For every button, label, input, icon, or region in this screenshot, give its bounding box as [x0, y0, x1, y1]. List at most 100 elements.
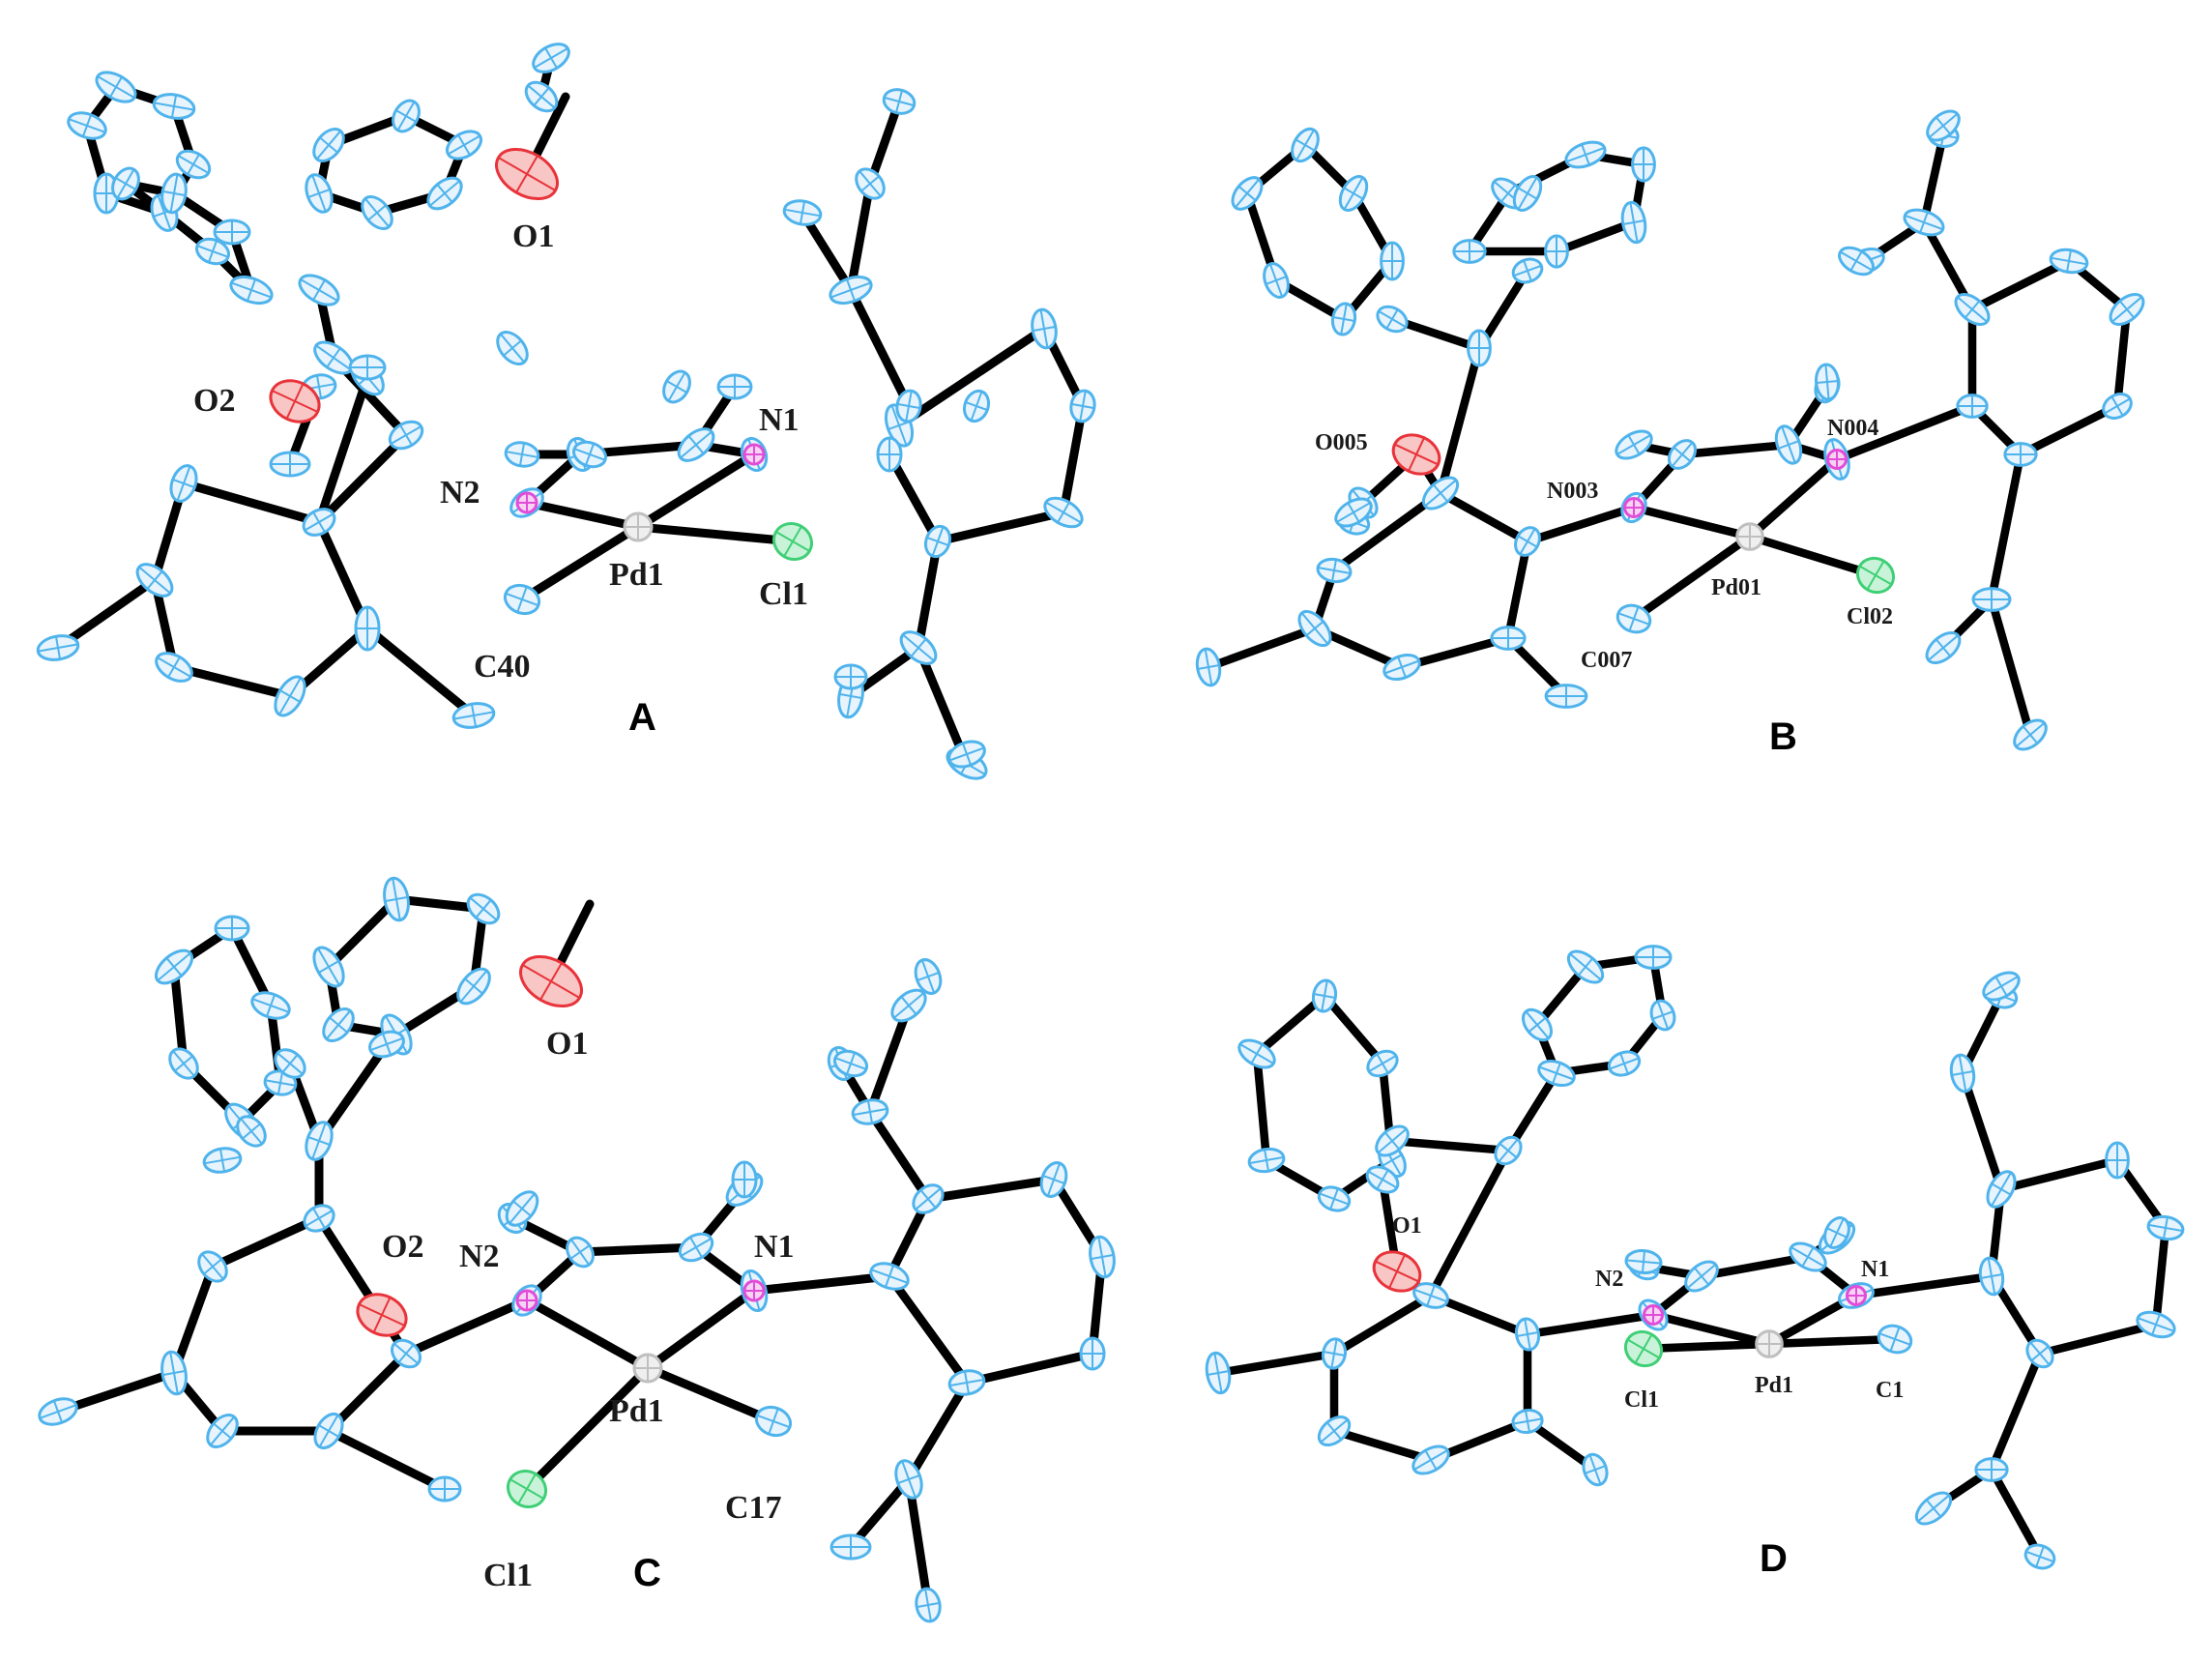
- bond: [208, 1213, 324, 1271]
- carbon-atom-axis: [187, 154, 200, 175]
- carbon-atom-axis: [1581, 143, 1590, 166]
- carbon-atom-axis: [165, 957, 183, 977]
- bond: [1629, 532, 1755, 624]
- carbon-atom-axis: [315, 375, 323, 398]
- carbon-atom-axis: [381, 1033, 393, 1056]
- carbon-atom-axis: [1385, 308, 1399, 330]
- carbon-atom-axis: [839, 692, 862, 700]
- atom-label-pd: Pd01: [1711, 575, 1761, 600]
- carbon-atom-axis: [884, 1265, 895, 1288]
- carbon-atom-axis: [162, 190, 186, 197]
- atom-label-pd: Pd1: [1755, 1373, 1793, 1398]
- carbon-atom-axis: [318, 960, 339, 974]
- atom-label-cl: Cl1: [1624, 1387, 1659, 1413]
- carbon-atom-axis: [917, 1601, 940, 1609]
- methyl-carbon-atom-axis: [516, 586, 528, 613]
- atom-label-o1: O1: [512, 219, 554, 254]
- bond: [894, 324, 1049, 430]
- bond: [1329, 1426, 1436, 1465]
- carbon-atom-axis: [2151, 1313, 2161, 1336]
- bond: [1967, 256, 2074, 314]
- carbon-atom-axis: [397, 1344, 415, 1363]
- oxygen-atom-axis: [515, 155, 538, 193]
- bond: [633, 522, 798, 546]
- carbon-atom-axis: [2022, 725, 2039, 744]
- carbon-atom-axis: [115, 177, 136, 190]
- carbon-atom-axis: [1642, 1250, 1645, 1273]
- carbon-atom-axis: [963, 1371, 971, 1394]
- carbon-atom-axis: [544, 47, 558, 69]
- bond: [324, 894, 401, 972]
- bond: [363, 624, 479, 720]
- atom-label-cl: Cl1: [483, 1558, 533, 1593]
- bond: [1987, 1465, 2045, 1561]
- carbon-atom-axis: [1523, 259, 1532, 282]
- atom-label-c: C17: [725, 1490, 782, 1526]
- carbon-atom-axis: [1801, 1246, 1815, 1268]
- carbon-atom-axis: [1207, 1370, 1230, 1376]
- bond: [1987, 1349, 2045, 1474]
- carbon-atom-axis: [470, 704, 478, 727]
- carbon-atom-axis: [1651, 1010, 1674, 1020]
- bond: [169, 1262, 218, 1378]
- bond: [1639, 1339, 1774, 1354]
- bond: [643, 1363, 778, 1426]
- carbon-atom-axis: [1057, 502, 1070, 523]
- carbon-atom-axis: [1935, 116, 1952, 135]
- carbon-atom-axis: [246, 278, 257, 302]
- bond: [846, 285, 914, 411]
- atom-label-c: C007: [1581, 648, 1632, 673]
- atom-label-n1: N1: [754, 1229, 795, 1265]
- carbon-atom-axis: [860, 175, 880, 192]
- bond: [1426, 1146, 1513, 1300]
- bond: [1832, 401, 1977, 464]
- bond: [1059, 401, 1088, 517]
- bond: [324, 1426, 450, 1494]
- atom-label-n2: N003: [1547, 479, 1598, 504]
- carbon-atom-axis: [1397, 656, 1407, 679]
- bond: [2035, 1320, 2161, 1358]
- oxygen-atom-axis: [1388, 1254, 1406, 1289]
- bond: [643, 1286, 759, 1373]
- carbon-atom-axis: [367, 204, 387, 221]
- bond: [1523, 503, 1639, 546]
- carbon-atom-axis: [1313, 993, 1336, 999]
- carbon-atom-axis: [52, 1400, 64, 1423]
- carbon-atom-axis: [1980, 1273, 2003, 1279]
- carbon-atom-axis: [1042, 1174, 1065, 1185]
- bond: [904, 1378, 972, 1484]
- carbon-atom-axis: [265, 994, 276, 1017]
- bond: [923, 1175, 1059, 1204]
- carbon-atom-axis: [54, 636, 62, 659]
- carbon-atom-axis: [1091, 1253, 1114, 1261]
- atom-label-o2: O1: [1392, 1213, 1422, 1239]
- atom-label-c: C40: [474, 649, 531, 685]
- atom-label-o1: O1: [546, 1026, 588, 1062]
- carbon-atom-axis: [203, 1258, 222, 1275]
- atom-label-n1: N004: [1827, 416, 1878, 441]
- carbon-atom-axis: [1424, 1449, 1438, 1471]
- bond: [1851, 1271, 1996, 1300]
- bond: [1523, 1310, 1658, 1339]
- carbon-atom-axis: [919, 1189, 937, 1209]
- carbon-atom-axis: [207, 240, 218, 263]
- carbon-atom-axis: [518, 443, 526, 466]
- bond: [1764, 1334, 1900, 1349]
- bond: [962, 1349, 1097, 1387]
- bond: [749, 1271, 894, 1296]
- carbon-atom-axis: [1329, 1187, 1339, 1211]
- carbon-atom-axis: [1426, 1284, 1436, 1307]
- carbon-atom-axis: [961, 743, 973, 766]
- bond: [1436, 343, 1484, 498]
- panel-label: A: [628, 696, 656, 739]
- carbon-atom-axis: [666, 380, 687, 394]
- methyl-carbon-atom-axis: [768, 1408, 779, 1435]
- methyl-carbon-atom-axis: [1889, 1327, 1901, 1352]
- atom-label-n1: N1: [759, 402, 800, 438]
- carbon-atom-axis: [1816, 380, 1839, 384]
- carbon-atom-axis: [1432, 483, 1449, 503]
